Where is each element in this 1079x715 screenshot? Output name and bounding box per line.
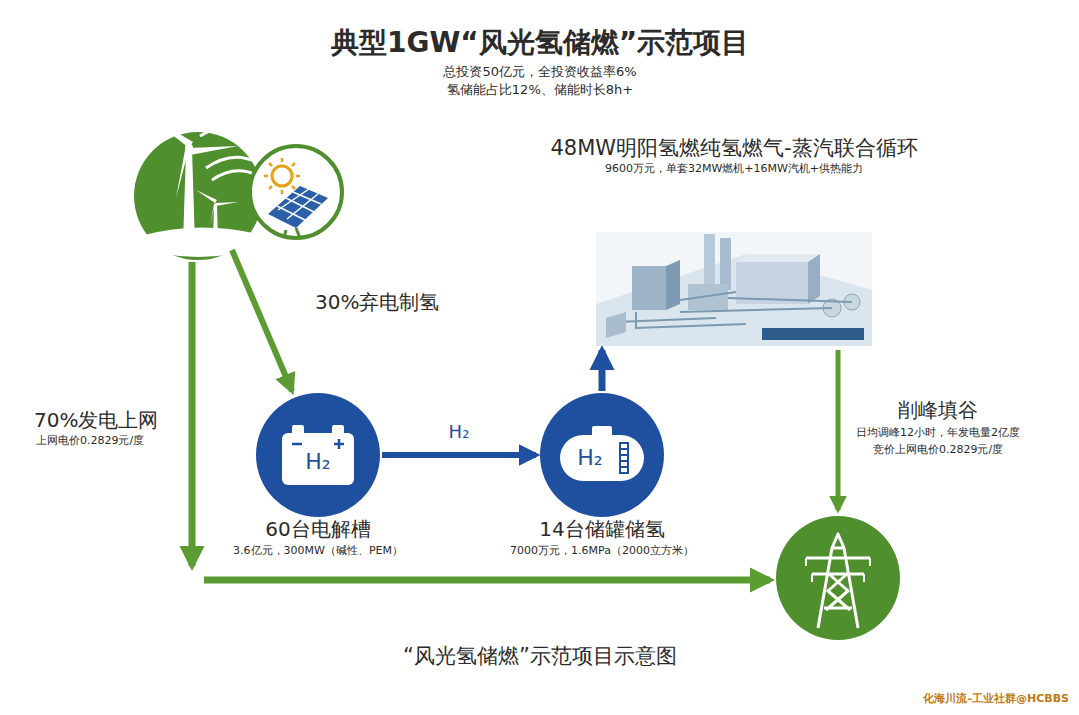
panel bbox=[268, 186, 328, 228]
picture-tag bbox=[762, 328, 864, 340]
panel-stand bbox=[284, 228, 300, 238]
blade bbox=[189, 146, 238, 155]
chimney bbox=[720, 238, 731, 290]
grid-circle bbox=[776, 516, 900, 640]
flow-arrow bbox=[204, 577, 770, 584]
power-grid-icon bbox=[776, 516, 900, 640]
tank-body bbox=[560, 435, 644, 481]
panel-grid bbox=[277, 189, 321, 220]
flow-note: 日均调峰12小时，年发电量2亿度 bbox=[856, 426, 1020, 439]
building bbox=[632, 266, 666, 310]
node-note: 3.6亿元，300MW（碱性、PEM） bbox=[233, 544, 403, 557]
node-title: 14台储罐储氢 bbox=[539, 517, 664, 541]
solar-panel-icon bbox=[250, 146, 342, 238]
note-text: 总投资50亿元，全投资收益率6% bbox=[443, 64, 636, 80]
pipes bbox=[616, 292, 852, 328]
ground bbox=[140, 227, 258, 257]
note-text: 氢储能占比12%、储能时长8h+ bbox=[447, 82, 633, 98]
formula-text: H₂ bbox=[577, 445, 602, 471]
hall-side bbox=[808, 254, 820, 304]
flow-label: 30%弃电制氢 bbox=[315, 290, 439, 314]
node-note: 9600万元，单套32MW燃机+16MW汽机+供热能力 bbox=[605, 162, 863, 175]
building bbox=[606, 312, 626, 338]
watermark: 化海川流-工业社群@HCBBS bbox=[923, 692, 1069, 705]
node-title: 60台电解槽 bbox=[265, 517, 370, 541]
insulators bbox=[806, 558, 870, 582]
flow-arrow bbox=[189, 262, 196, 566]
wind-line bbox=[200, 127, 250, 136]
blade bbox=[146, 114, 193, 148]
formula-text: H₂ bbox=[305, 449, 330, 475]
picture-ground bbox=[596, 232, 872, 346]
flow-connector bbox=[382, 452, 536, 458]
flow-connector bbox=[599, 350, 606, 391]
electrolyzer-circle: H₂60台电解槽3.6亿元，300MW（碱性、PEM） bbox=[256, 393, 380, 517]
wind-line bbox=[206, 157, 256, 168]
wind-turbine-icon bbox=[134, 114, 262, 260]
price-note: 竞价上网电价0.2829元/度 bbox=[873, 443, 1003, 456]
diagram-title: 典型1GW“风光氢储燃”示范项目 bbox=[331, 26, 749, 60]
price-note: 上网电价0.2829元/度 bbox=[36, 434, 144, 447]
connector-label: H₂ bbox=[446, 421, 473, 443]
sun-rays bbox=[264, 158, 300, 194]
polarity-marks bbox=[292, 439, 344, 449]
diagram-caption: “风光氢储燃”示范项目示意图 bbox=[403, 644, 677, 669]
flow-arrow bbox=[836, 350, 841, 510]
chimney bbox=[704, 234, 715, 290]
level-gauge bbox=[620, 443, 628, 473]
battery-body bbox=[282, 433, 354, 485]
flow-arrow bbox=[232, 250, 292, 391]
hall-roof bbox=[736, 254, 820, 262]
transmission-tower bbox=[806, 534, 870, 628]
site-ground bbox=[596, 254, 872, 346]
blade bbox=[196, 190, 238, 226]
tower bbox=[213, 204, 218, 242]
solar-circle bbox=[250, 146, 342, 238]
power-plant-picture bbox=[596, 232, 872, 346]
node-circle bbox=[256, 393, 380, 517]
blade bbox=[176, 148, 189, 198]
node-circle bbox=[540, 393, 664, 517]
flow-label: 削峰填谷 bbox=[898, 398, 978, 422]
flow-label: 70%发电上网 bbox=[34, 408, 158, 432]
node-title: 48MW明阳氢燃纯氢燃气-蒸汽联合循环 bbox=[550, 136, 917, 161]
storage-circle: H₂14台储罐储氢7000万元，1.6MPa（2000立方米） bbox=[540, 393, 664, 517]
node-note: 7000万元，1.6MPa（2000立方米） bbox=[510, 544, 694, 557]
source-circle bbox=[134, 132, 262, 260]
gauge-marks bbox=[620, 449, 628, 467]
power-plant-box: 48MW明阳氢燃纯氢燃气-蒸汽联合循环9600万元，单套32MW燃机+16MW汽… bbox=[596, 232, 872, 346]
hub bbox=[185, 144, 193, 152]
sun bbox=[272, 166, 292, 186]
